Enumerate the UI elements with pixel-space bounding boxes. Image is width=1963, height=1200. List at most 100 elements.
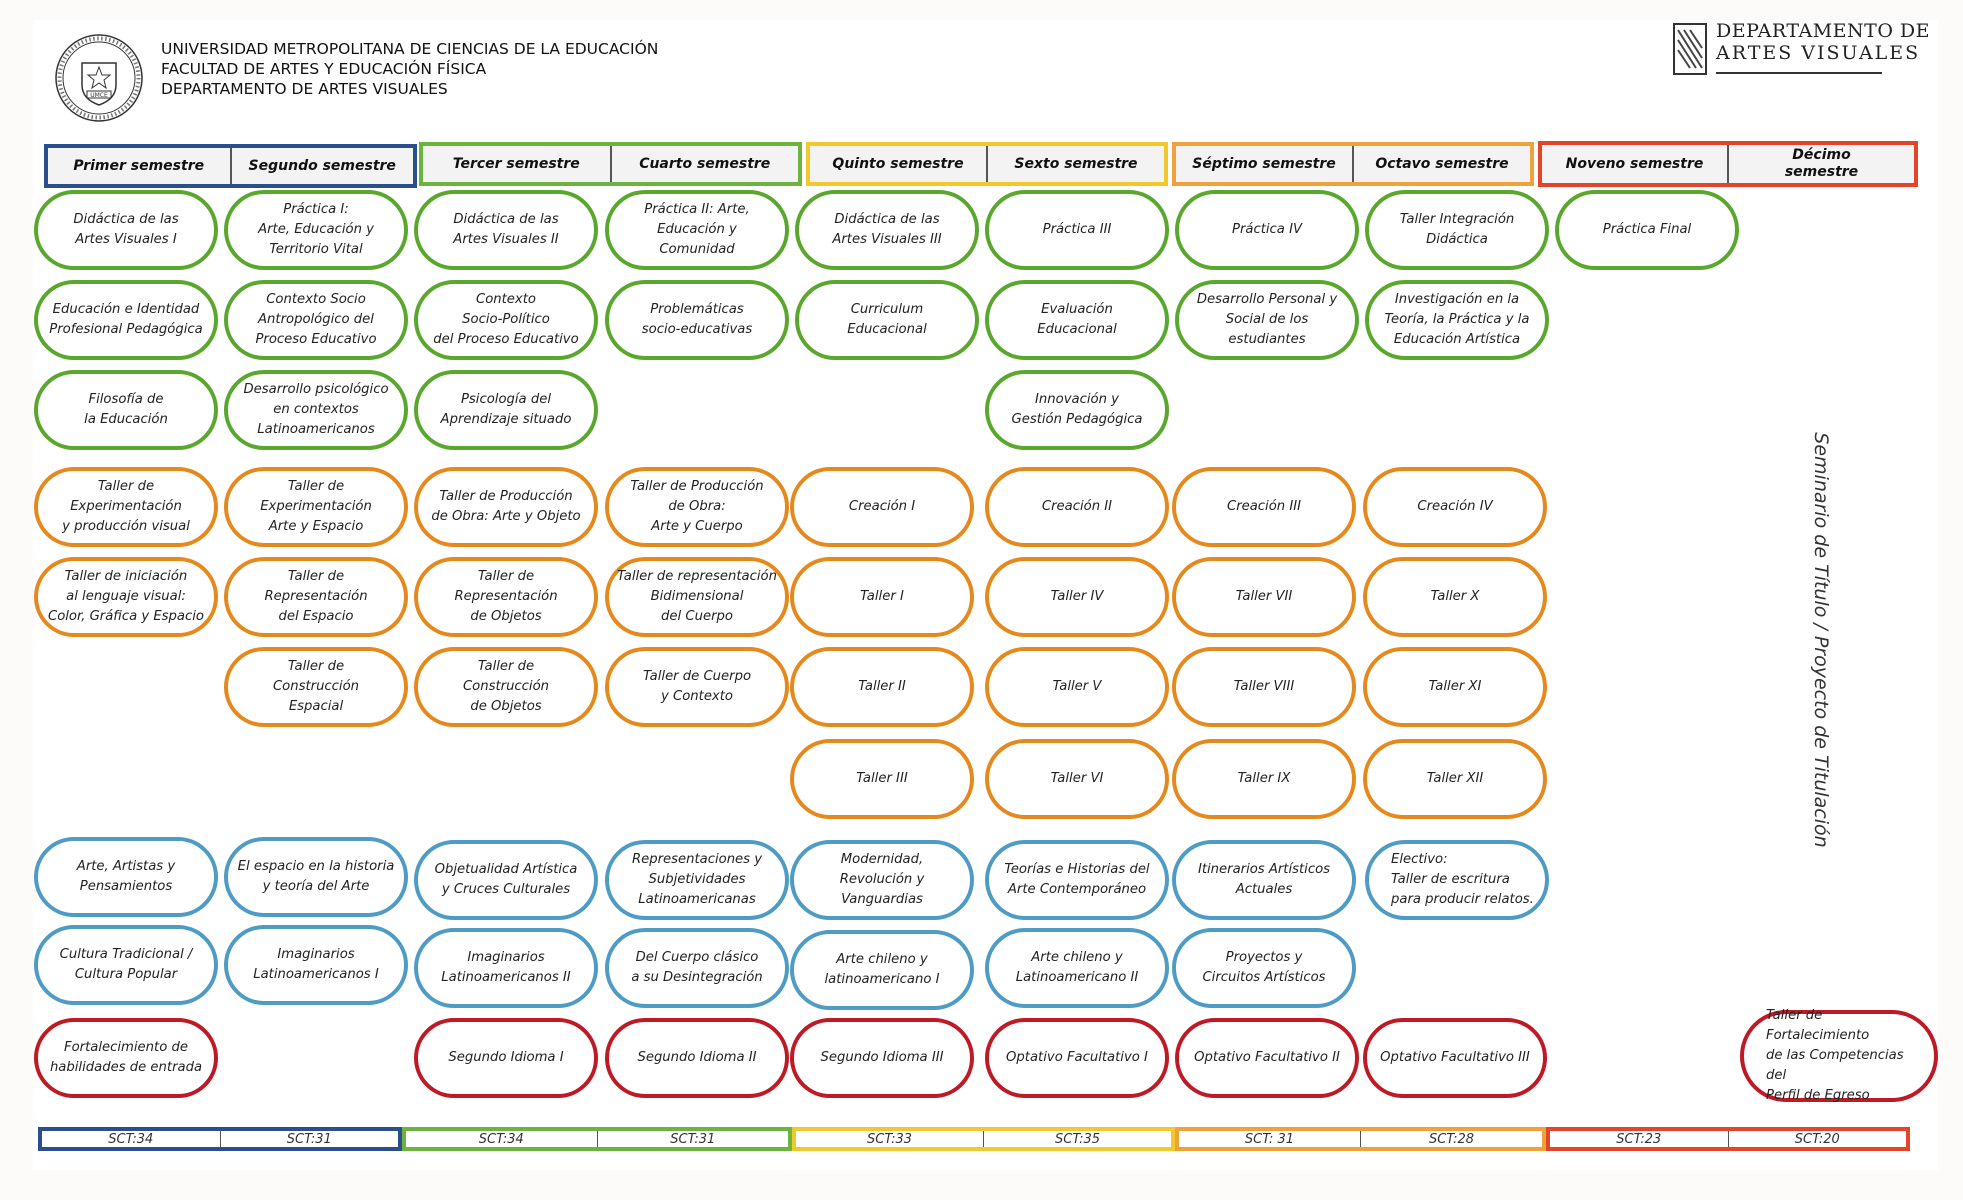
course-didactica-3: Didáctica de las Artes Visuales III [795,190,979,270]
course-taller-6: Taller VI [985,739,1169,819]
sct-block-4: SCT: 31 SCT:28 [1175,1127,1546,1151]
semester-header-3: Tercer semestre [452,155,580,172]
course-taller-construccion-objetos: Taller de Construcción de Objetos [414,647,598,727]
course-taller-experimentacion-arte: Taller de Experimentación Arte y Espacio [224,467,408,547]
course-imaginarios-2: Imaginarios Latinoamericanos II [414,928,598,1008]
course-arte-chileno-1: Arte chileno y latinoamericano I [790,930,974,1010]
course-taller-2: Taller II [790,647,974,727]
course-optativo-1: Optativo Facultativo I [985,1018,1169,1098]
course-taller-iniciacion: Taller de iniciación al lenguaje visual:… [34,557,218,637]
course-taller-fortalecimiento: Taller de Fortalecimiento de las Compete… [1740,1008,1938,1103]
course-taller-1: Taller I [790,557,974,637]
course-taller-11: Taller XI [1363,647,1547,727]
course-taller-produccion-cuerpo: Taller de Producción de Obra: Arte y Cue… [605,467,789,547]
course-cuerpo-clasico: Del Cuerpo clásico a su Desintegración [605,928,789,1008]
course-creacion-2: Creación II [985,467,1169,547]
course-psicologia: Psicología del Aprendizaje situado [414,370,598,450]
course-arte-chileno-2: Arte chileno y Latinoamericano II [985,928,1169,1008]
semester-header-block-4: Séptimo semestre Octavo semestre [1172,142,1534,186]
course-taller-representacion-espacio: Taller de Representación del Espacio [224,557,408,637]
course-contexto-socio-politico: Contexto Socio-Político del Proceso Educ… [414,280,598,360]
sct-6: SCT:35 [983,1131,1171,1147]
course-espacio-historia: El espacio en la historia y teoría del A… [224,837,408,917]
course-cultura-tradicional: Cultura Tradicional / Cultura Popular [34,925,218,1005]
course-educacion-identidad: Educación e Identidad Profesional Pedagó… [34,280,218,360]
sct-block-5: SCT:23 SCT:20 [1546,1127,1910,1151]
course-practica-final: Práctica Final [1555,190,1739,270]
semester-header-7: Séptimo semestre [1192,155,1336,172]
course-taller-representacion-bidimensional: Taller de representación Bidimensional d… [605,557,789,637]
seminario-label: Seminario de Título / Proyecto de Titula… [1810,432,1832,848]
sct-5: SCT:33 [867,1131,912,1147]
course-creacion-1: Creación I [790,467,974,547]
semester-header-5: Quinto semestre [832,155,964,172]
svg-text:UMCE: UMCE [90,92,108,99]
course-filosofia: Filosofía de la Educación [34,370,218,450]
semester-header-10: Décimo semestre [1727,145,1914,183]
header-department: DEPARTAMENTO DE ARTES VISUALES [161,80,448,98]
semester-header-8: Octavo semestre [1352,146,1530,182]
course-itinerarios: Itinerarios Artísticos Actuales [1172,840,1356,920]
course-fortalecimiento: Fortalecimiento de habilidades de entrad… [34,1018,218,1098]
logo-rule [1716,72,1882,74]
sct-7: SCT: 31 [1244,1131,1295,1147]
course-taller-3: Taller III [790,739,974,819]
semester-header-6: Sexto semestre [986,146,1164,182]
header-faculty: FACULTAD DE ARTES Y EDUCACIÓN FÍSICA [161,60,487,78]
course-problematicas: Problemáticas socio-educativas [605,280,789,360]
course-imaginarios-1: Imaginarios Latinoamericanos I [224,925,408,1005]
course-objetualidad: Objetualidad Artística y Cruces Cultural… [414,840,598,920]
department-logo: DEPARTAMENTO DE ARTES VISUALES [1672,20,1930,80]
course-didactica-1: Didáctica de las Artes Visuales I [34,190,218,270]
course-curriculum: Curriculum Educacional [795,280,979,360]
semester-header-block-2: Tercer semestre Cuarto semestre [419,142,802,186]
course-investigacion: Investigación en la Teoría, la Práctica … [1365,280,1549,360]
course-segundo-idioma-3: Segundo Idioma III [790,1018,974,1098]
semester-header-4: Cuarto semestre [609,146,799,182]
header-university: UNIVERSIDAD METROPOLITANA DE CIENCIAS DE… [161,40,659,58]
sct-3: SCT:34 [478,1131,524,1147]
sct-1: SCT:34 [108,1131,154,1147]
course-taller-4: Taller IV [985,557,1169,637]
course-taller-10: Taller X [1363,557,1547,637]
semester-header-9: Noveno semestre [1565,155,1704,172]
course-creacion-4: Creación IV [1363,467,1547,547]
course-modernidad: Modernidad, Revolución y Vanguardias [790,840,974,920]
course-taller-5: Taller V [985,647,1169,727]
university-seal-icon: UMCE [55,34,143,122]
course-creacion-3: Creación III [1172,467,1356,547]
course-taller-produccion-objeto: Taller de Producción de Obra: Arte y Obj… [414,467,598,547]
course-taller-experimentacion-produccion: Taller de Experimentación y producción v… [34,467,218,547]
course-taller-8: Taller VIII [1172,647,1356,727]
course-didactica-2: Didáctica de las Artes Visuales II [414,190,598,270]
course-taller-integracion: Taller Integración Didáctica [1365,190,1549,270]
course-electivo: Electivo: Taller de escritura para produ… [1365,840,1549,920]
course-contexto-socio-antropologico: Contexto Socio Antropológico del Proceso… [224,280,408,360]
course-teorias-historias: Teorías e Historias del Arte Contemporán… [985,840,1169,920]
course-practica-3: Práctica III [985,190,1169,270]
course-desarrollo-personal: Desarrollo Personal y Social de los estu… [1175,280,1359,360]
semester-header-1: Primer semestre [73,157,205,174]
course-practica-1: Práctica I: Arte, Educación y Territorio… [224,190,408,270]
course-representaciones: Representaciones y Subjetividades Latino… [605,840,789,920]
course-taller-representacion-objetos: Taller de Representación de Objetos [414,557,598,637]
course-evaluacion: Evaluación Educacional [985,280,1169,360]
course-taller-construccion-espacial: Taller de Construcción Espacial [224,647,408,727]
course-taller-12: Taller XII [1363,739,1547,819]
semester-header-block-1: Primer semestre Segundo semestre [44,144,417,188]
sct-10: SCT:20 [1727,1131,1907,1147]
logo-line-1: DEPARTAMENTO DE [1716,20,1931,42]
sct-2: SCT:31 [219,1131,399,1147]
logo-line-2: ARTES VISUALES [1716,42,1921,64]
course-desarrollo-psicologico: Desarrollo psicológico en contextos Lati… [224,370,408,450]
course-optativo-3: Optativo Facultativo III [1363,1018,1547,1098]
sct-4: SCT:31 [596,1131,789,1147]
course-segundo-idioma-2: Segundo Idioma II [605,1018,789,1098]
semester-header-2: Segundo semestre [229,148,414,184]
course-proyectos: Proyectos y Circuitos Artísticos [1172,928,1356,1008]
sct-8: SCT:28 [1360,1131,1542,1147]
sct-9: SCT:23 [1616,1131,1662,1147]
sct-block-1: SCT:34 SCT:31 [38,1127,402,1151]
course-taller-7: Taller VII [1172,557,1356,637]
semester-header-block-5: Noveno semestre Décimo semestre [1538,141,1918,187]
